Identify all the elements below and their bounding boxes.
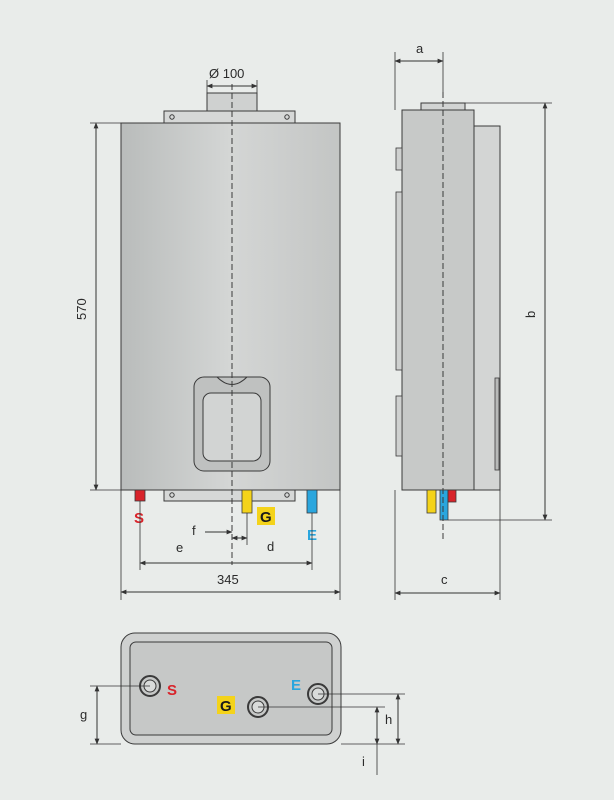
dim-d: d [267,539,274,554]
bottom-inner [129,641,333,736]
bracket-screw-right [284,114,290,120]
dim-h: h [385,712,392,727]
top-bracket [163,110,296,124]
heater-body-side [401,109,475,491]
bottom-label-s: S [167,682,177,699]
bracket-screw-left [169,114,175,120]
bottom-label-g: G [220,698,232,715]
side-pipe-yellow [426,489,437,514]
bottom-screw-right [284,492,290,498]
pipe-s-red [134,489,146,502]
side-cover-slot [494,377,500,471]
dim-b: b [523,311,538,318]
dim-a: a [416,41,424,56]
side-view: a b c [394,41,552,600]
side-pipe-blue [439,489,449,521]
side-back-detail-3 [395,395,403,457]
dim-g: g [80,707,87,722]
dim-height: 570 [74,298,89,320]
bottom-badge-g [217,696,235,714]
dim-c: c [441,572,448,587]
side-back-detail-1 [395,147,403,171]
side-back-detail-2 [395,191,403,371]
dim-i: i [362,754,365,769]
dim-f: f [192,523,196,538]
front-view: S G E Ø 100 570 f d e 345 [74,66,341,600]
bottom-view: S G E g h i [80,632,405,775]
dim-width: 345 [217,572,239,587]
connection-g-label: G [260,509,272,526]
side-pipe-red [447,489,457,503]
connection-s-label: S [134,510,144,527]
pipe-g-yellow [241,489,253,514]
bottom-screw-left [169,492,175,498]
bottom-label-e: E [291,677,301,694]
dim-flue-diameter: Ø 100 [209,66,244,81]
connection-g-badge [257,507,275,525]
pipe-e-blue [306,489,318,514]
dim-e: e [176,540,183,555]
bottom-bracket [163,489,296,502]
